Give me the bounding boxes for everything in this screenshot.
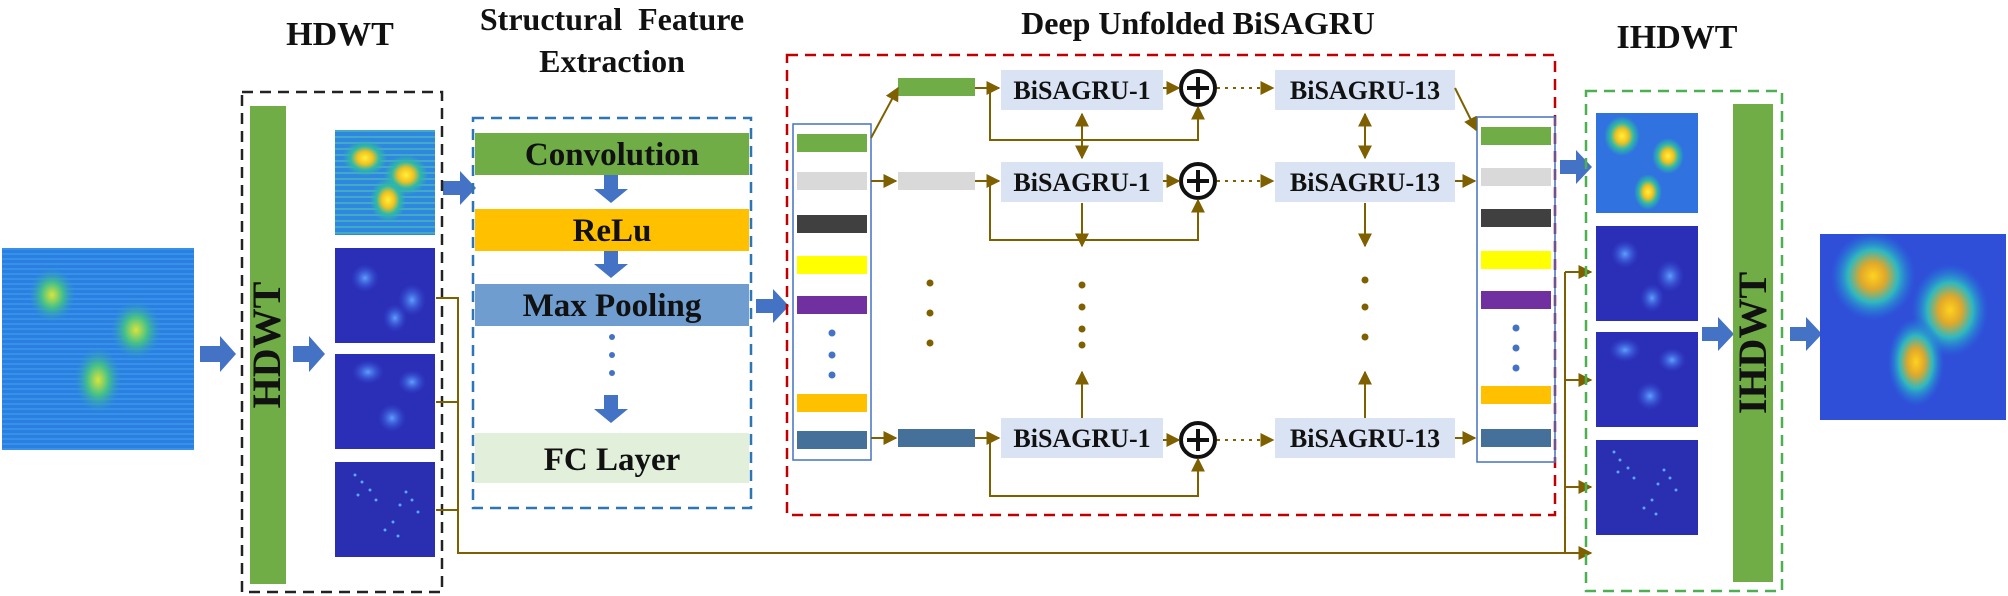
bisagru-cell: BiSAGRU-13 [1275, 418, 1455, 458]
arrow-input-to-hdwt [200, 336, 236, 372]
hdwt-bar [250, 106, 286, 584]
sfe-convolution-label: Convolution [525, 137, 699, 173]
ihdwt-subband-ll [1596, 113, 1698, 213]
feature-strip-segment [1481, 209, 1551, 227]
bisagru-cell: BiSAGRU-1 [1001, 162, 1163, 202]
arrow-to-bisagru [756, 289, 789, 323]
ihdwt-subband-hl [1596, 332, 1698, 427]
sum-node [1179, 162, 1217, 200]
feature-strip-segment [1481, 127, 1551, 145]
svg-text:BiSAGRU-13: BiSAGRU-13 [1290, 424, 1440, 453]
feature-strip-segment [797, 394, 867, 412]
arrow-hdwt-block [293, 336, 325, 372]
svg-text:BiSAGRU-1: BiSAGRU-1 [1013, 168, 1150, 197]
branch-bar-green [898, 78, 975, 96]
sfe-fc-box [475, 433, 749, 483]
title-ihdwt: IHDWT [1617, 19, 1738, 56]
title-sfe-line1: Structural Feature [480, 1, 744, 37]
arrow-dots-fc [594, 395, 628, 423]
ihdwt-bar-label: IHDWT [1730, 272, 1775, 415]
title-bisagru: Deep Unfolded BiSAGRU [1021, 5, 1375, 41]
sfe-relu-label: ReLu [573, 213, 652, 249]
feature-strip-segment [797, 134, 867, 152]
branch-bar-gray [898, 172, 975, 190]
skip-connections [436, 265, 1593, 560]
hdwt-subband-lh [335, 248, 435, 343]
sfe-ellipsis [609, 334, 615, 376]
feature-strip-ellipsis-dot [828, 329, 836, 337]
sfe-convolution-box [475, 133, 749, 175]
output-image [1820, 232, 2006, 420]
feature-strip-segment [1481, 168, 1551, 186]
bisagru-cell: BiSAGRU-1 [1001, 70, 1163, 110]
arrow-to-ihdwt [1560, 150, 1592, 184]
input-image [2, 248, 194, 450]
hdwt-subband-hh [335, 462, 435, 557]
feature-strip-segment [797, 215, 867, 233]
svg-text:BiSAGRU-1: BiSAGRU-1 [1013, 424, 1150, 453]
svg-text:BiSAGRU-13: BiSAGRU-13 [1290, 168, 1440, 197]
arrow-to-output [1790, 317, 1822, 351]
feature-strip-segment [1481, 429, 1551, 447]
feature-strip-segment [797, 431, 867, 449]
title-sfe-line2: Extraction [539, 43, 685, 79]
ihdwt-subband-lh [1596, 226, 1698, 321]
ihdwt-bar [1733, 104, 1773, 582]
ihdwt-frame [1584, 89, 1784, 593]
feature-strip-segment [1481, 291, 1551, 309]
bisagru-ellipsis [926, 276, 1369, 349]
feature-strip-left [792, 123, 872, 461]
hdwt-subband-ll [335, 130, 435, 235]
branch-bar-steel [898, 429, 975, 447]
feature-strip-ellipsis-dot [828, 371, 836, 379]
feature-strip-segment [797, 296, 867, 314]
bisagru-cell: BiSAGRU-13 [1275, 162, 1455, 202]
feature-strip-ellipsis-dot [1512, 324, 1520, 332]
arrow-ihdwt-bar [1702, 317, 1734, 351]
title-hdwt: HDWT [286, 16, 394, 53]
svg-text:BiSAGRU-1: BiSAGRU-1 [1013, 76, 1150, 105]
feature-strip-segment [797, 172, 867, 190]
hdwt-subband-hl [335, 354, 435, 449]
sum-node [1179, 421, 1217, 459]
hdwt-bar-label: HDWT [244, 281, 289, 408]
bisagru-cell: BiSAGRU-1 [1001, 418, 1163, 458]
sfe-maxpool-box [475, 284, 749, 326]
blue-arrows [200, 150, 1822, 423]
sfe-fc-label: FC Layer [544, 442, 681, 478]
svg-text:BiSAGRU-13: BiSAGRU-13 [1290, 76, 1440, 105]
bisagru-cell: BiSAGRU-13 [1275, 70, 1455, 110]
sfe-relu-box [475, 209, 749, 251]
arrow-conv-relu [594, 175, 628, 203]
feature-strip-ellipsis-dot [1512, 364, 1520, 372]
feature-strip-segment [1481, 251, 1551, 269]
ihdwt-subband-hh [1596, 440, 1698, 535]
feature-strip-ellipsis-dot [1512, 344, 1520, 352]
feature-strip-segment [797, 256, 867, 274]
arrow-to-sfe [443, 171, 476, 205]
feature-strip-segment [1481, 386, 1551, 404]
hdwt-frame [240, 90, 444, 594]
feature-strip-ellipsis-dot [828, 351, 836, 359]
bisagru-connections [870, 81, 1477, 497]
sfe-frame [471, 116, 753, 510]
arrow-relu-pool [594, 250, 628, 278]
feature-strip-right [1476, 116, 1556, 463]
sfe-maxpool-label: Max Pooling [523, 288, 702, 324]
sum-node [1179, 69, 1217, 107]
